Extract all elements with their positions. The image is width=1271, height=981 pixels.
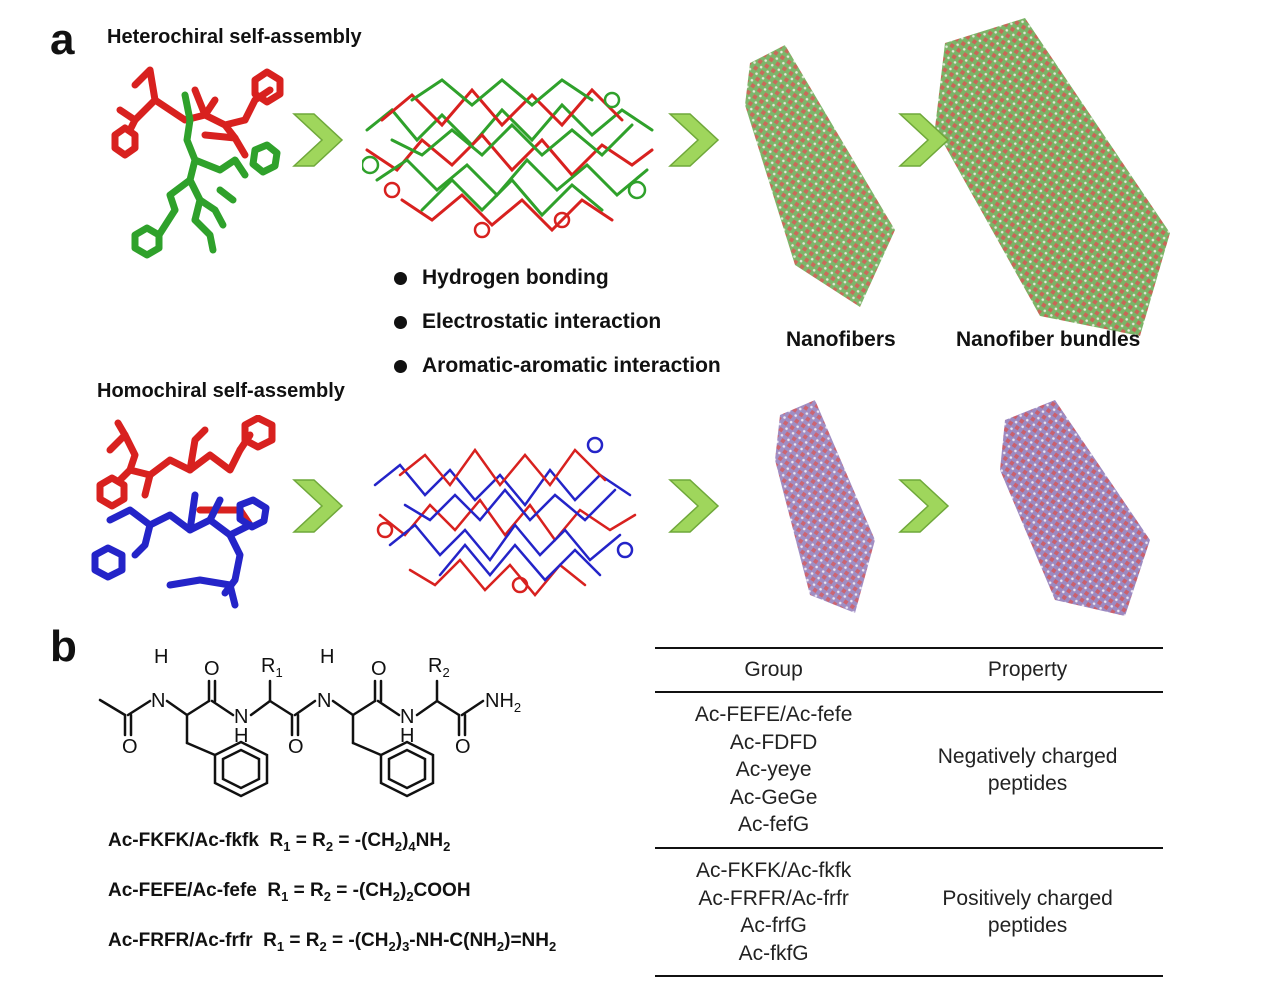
homochiral-title: Homochiral self-assembly bbox=[97, 380, 345, 402]
nitrogen-label: N bbox=[234, 706, 248, 728]
group-cell: Ac-FKFK/Ac-fkfk Ac-FRFR/Ac-frfr Ac-frfG … bbox=[655, 848, 892, 976]
homochiral-nanofiber-bundle bbox=[1000, 400, 1150, 616]
column-header-property: Property bbox=[987, 658, 1068, 681]
oxygen-label: O bbox=[455, 736, 471, 758]
peptide-name: Ac-FEFE/Ac-fefe bbox=[694, 703, 853, 727]
column-header-group: Group bbox=[744, 658, 803, 681]
interaction-label: Aromatic-aromatic interaction bbox=[422, 354, 721, 377]
heterochiral-nanofiber-bundle bbox=[935, 18, 1170, 336]
amine-label: NH2 bbox=[485, 690, 521, 715]
property-cell: Positively charged peptides bbox=[892, 848, 1163, 976]
homochiral-aggregate-model bbox=[373, 436, 637, 597]
heterochiral-title: Heterochiral self-assembly bbox=[107, 26, 362, 48]
property-cell: Negatively charged peptides bbox=[892, 692, 1163, 848]
r1-label: R1 bbox=[261, 655, 283, 680]
panel-b-letter: b bbox=[50, 622, 77, 671]
list-item: Aromatic-aromatic interaction bbox=[392, 352, 721, 396]
arrow-right-icon bbox=[292, 113, 344, 167]
peptide-name: Ac-fefG bbox=[738, 813, 810, 837]
peptide-property-table: Group Property Ac-FEFE/Ac-fefe Ac-FDFD A… bbox=[655, 647, 1163, 977]
arrow-right-icon bbox=[668, 113, 720, 167]
arrow-right-icon bbox=[898, 113, 950, 167]
hydrogen-label: H bbox=[154, 646, 168, 668]
property-text: peptides bbox=[987, 772, 1068, 795]
panel-a-letter: a bbox=[50, 15, 75, 64]
r2-label: R2 bbox=[428, 655, 450, 680]
formula-name: Ac-FRFR/Ac-frfr bbox=[108, 930, 253, 951]
list-item: Hydrogen bonding bbox=[392, 264, 721, 308]
peptide-name: Ac-yeye bbox=[735, 758, 812, 782]
heterochiral-nanofiber bbox=[745, 45, 895, 307]
bullet-icon bbox=[394, 360, 407, 373]
peptide-name: Ac-frfG bbox=[740, 914, 807, 937]
homochiral-dimer-model bbox=[91, 415, 276, 609]
property-text: peptides bbox=[987, 914, 1068, 937]
nitrogen-label: N bbox=[151, 690, 165, 712]
hydrogen-label: H bbox=[234, 725, 248, 747]
peptide-name: Ac-FDFD bbox=[729, 730, 818, 754]
oxygen-label: O bbox=[204, 658, 220, 680]
interaction-list: Hydrogen bonding Electrostatic interacti… bbox=[392, 264, 721, 396]
nanofibers-label: Nanofibers bbox=[786, 328, 896, 351]
oxygen-label: O bbox=[371, 658, 387, 680]
list-item: Electrostatic interaction bbox=[392, 308, 721, 352]
formula-name: Ac-FKFK/Ac-fkfk bbox=[108, 830, 259, 851]
hydrogen-label: H bbox=[320, 646, 334, 668]
interaction-label: Electrostatic interaction bbox=[422, 310, 662, 333]
property-text: Negatively charged bbox=[937, 744, 1118, 768]
peptide-structure: O H N O N H R1 O H N O N H R2 O NH2 bbox=[98, 646, 521, 798]
formula-name: Ac-FEFE/Ac-fefe bbox=[108, 880, 257, 901]
group-cell: Ac-FEFE/Ac-fefe Ac-FDFD Ac-yeye Ac-GeGe … bbox=[655, 692, 892, 848]
table-row: Ac-FKFK/Ac-fkfk Ac-FRFR/Ac-frfr Ac-frfG … bbox=[655, 848, 1163, 976]
hydrogen-label: H bbox=[400, 725, 414, 747]
nitrogen-label: N bbox=[400, 706, 414, 728]
arrow-right-icon bbox=[668, 479, 720, 533]
interaction-label: Hydrogen bonding bbox=[422, 266, 609, 289]
peptide-name: Ac-fkfG bbox=[738, 941, 809, 965]
oxygen-label: O bbox=[288, 736, 304, 758]
nitrogen-label: N bbox=[317, 690, 331, 712]
formula-line: Ac-FRFR/Ac-frfr R1 = R2 = -(CH2)3-NH-C(N… bbox=[108, 930, 557, 954]
heterochiral-aggregate-model bbox=[362, 78, 654, 239]
bullet-icon bbox=[394, 316, 407, 329]
homochiral-nanofiber bbox=[775, 400, 875, 613]
peptide-name: Ac-GeGe bbox=[729, 785, 818, 809]
arrow-right-icon bbox=[292, 479, 344, 533]
formula-line: Ac-FEFE/Ac-fefe R1 = R2 = -(CH2)2COOH bbox=[108, 880, 471, 904]
heterochiral-dimer-model bbox=[111, 66, 284, 259]
table-header-row: Group Property bbox=[655, 648, 1163, 692]
table-row: Ac-FEFE/Ac-fefe Ac-FDFD Ac-yeye Ac-GeGe … bbox=[655, 692, 1163, 848]
peptide-name: Ac-FRFR/Ac-frfr bbox=[698, 886, 849, 910]
formula-line: Ac-FKFK/Ac-fkfk R1 = R2 = -(CH2)4NH2 bbox=[108, 830, 451, 854]
nanofiber-bundles-label: Nanofiber bundles bbox=[956, 328, 1141, 351]
oxygen-label: O bbox=[122, 736, 138, 758]
arrow-right-icon bbox=[898, 479, 950, 533]
bullet-icon bbox=[394, 272, 407, 285]
property-text: Positively charged bbox=[942, 886, 1113, 910]
peptide-name: Ac-FKFK/Ac-fkfk bbox=[696, 859, 852, 882]
